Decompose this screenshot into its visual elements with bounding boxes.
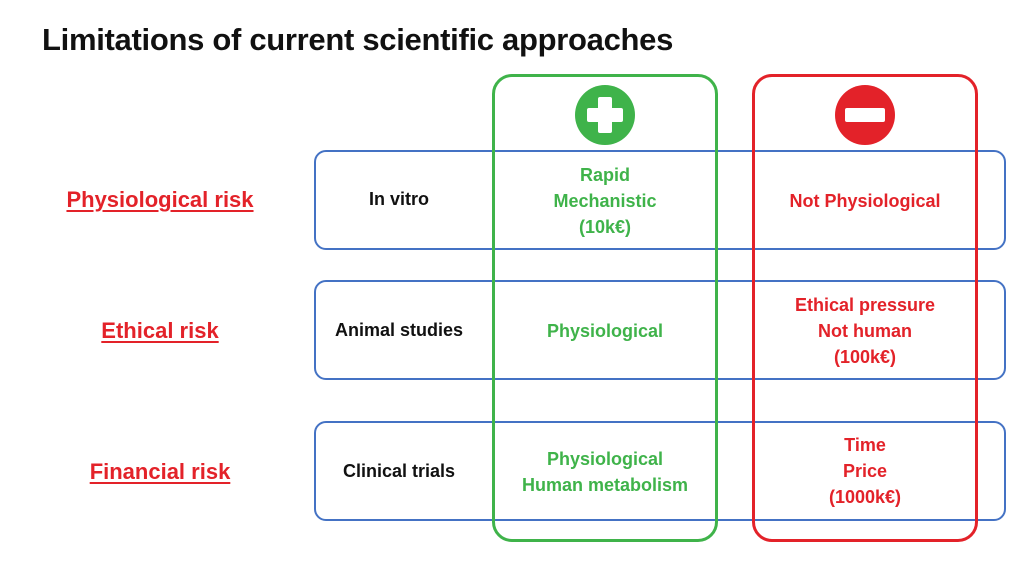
cons-line: Time xyxy=(844,435,886,455)
risk-label-ethical: Ethical risk xyxy=(101,318,219,343)
cons-cell-clinical-trials: Time Price (1000k€) xyxy=(752,432,978,510)
row-box-in-vitro xyxy=(314,150,1006,250)
risk-label-financial: Financial risk xyxy=(89,459,231,484)
cons-line: (100k€) xyxy=(833,347,897,367)
cons-line: Price xyxy=(842,461,888,481)
cons-line: Not Physiological xyxy=(789,191,941,211)
pros-cell-in-vitro: Rapid Mechanistic (10k€) xyxy=(492,162,718,240)
minus-circle-icon xyxy=(835,85,895,145)
approach-label-in-vitro: In vitro xyxy=(368,189,429,209)
row-box-clinical-trials xyxy=(314,421,1006,521)
cons-cell-in-vitro: Not Physiological xyxy=(752,188,978,214)
pros-line: Human metabolism xyxy=(521,475,689,495)
row-box-animal-studies xyxy=(314,280,1006,380)
pros-line: Physiological xyxy=(546,449,664,469)
risk-label-physiological: Physiological risk xyxy=(66,187,254,212)
cons-line: Ethical pressure xyxy=(794,295,936,315)
pros-line: Physiological xyxy=(546,321,664,341)
approach-label-clinical-trials: Clinical trials xyxy=(342,461,456,481)
pros-cell-animal-studies: Physiological xyxy=(492,318,718,344)
cons-column-box xyxy=(752,74,978,542)
cons-line: (1000k€) xyxy=(828,487,902,507)
pros-line: Mechanistic xyxy=(553,191,657,211)
approach-label-animal-studies: Animal studies xyxy=(334,320,464,340)
pros-column-box xyxy=(492,74,718,542)
pros-line: (10k€) xyxy=(578,217,632,237)
pros-cell-clinical-trials: Physiological Human metabolism xyxy=(492,446,718,498)
slide-title: Limitations of current scientific approa… xyxy=(42,22,674,57)
cons-line: Not human xyxy=(818,321,912,341)
plus-circle-icon xyxy=(575,85,635,145)
cons-cell-animal-studies: Ethical pressure Not human (100k€) xyxy=(752,292,978,370)
pros-line: Rapid xyxy=(579,165,630,185)
